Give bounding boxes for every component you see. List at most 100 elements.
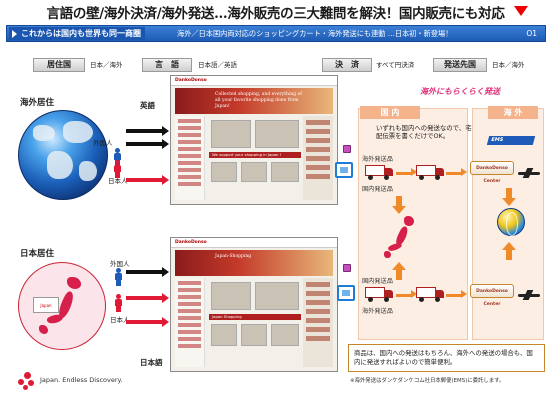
label-foreigner-1: 外国人	[93, 139, 113, 147]
arrow-black-2-head	[162, 139, 169, 149]
hub-center-upper: DankoDonso Center	[470, 161, 514, 184]
header-destination-sub: 日本／海外	[492, 61, 525, 69]
english-site-sidebar	[303, 116, 333, 200]
banner-tagline: これからは国内も世界も同一商圏	[9, 27, 145, 40]
label-foreigner-2: 外国人	[110, 260, 130, 268]
japan-flag-icon: Japan	[33, 297, 59, 313]
japanese-site-brand: DankoDonso	[171, 238, 337, 248]
payment-connector-1-icon	[343, 145, 351, 153]
japanese-site-tile-3	[211, 324, 237, 346]
japanese-site-hero-text: Japan-Shopping	[215, 254, 252, 259]
truck-upper-2-icon	[416, 165, 444, 180]
english-site-hero: Collected shopping, and everything of al…	[175, 88, 333, 114]
japanese-site-tile-4	[241, 324, 267, 346]
person-japanese-2-icon	[114, 294, 123, 312]
orange-arrow-2	[446, 172, 462, 175]
orange-down-arrow-icon	[392, 196, 406, 214]
english-site-tile-4	[241, 162, 267, 182]
ems-logo-upper: EMS	[486, 136, 536, 145]
japanese-site-redbar: Japan Shopping	[209, 314, 301, 320]
region-japan: 日本居住	[20, 249, 55, 259]
orange-arrow-1	[396, 172, 412, 175]
label-overseas-goods-1: 海外発送品	[362, 156, 393, 163]
header-residence-sub: 日本／海外	[90, 61, 123, 69]
japanese-site-nav	[175, 278, 205, 367]
arrow-red-3-head	[162, 317, 169, 327]
banner-description: 海外／日本国内両対応のショッピングカート・海外発送にも連動 …日本初・新登場！	[177, 29, 453, 38]
red-down-arrow-icon	[514, 6, 528, 16]
label-overseas-goods-2: 海外発送品	[362, 308, 393, 315]
orange-down-arrow-2-icon	[502, 188, 516, 206]
banner-number: O1	[526, 29, 537, 38]
arrow-black-1-head	[162, 126, 169, 136]
arrow-red-1-head	[162, 175, 169, 185]
world-globe-icon	[497, 208, 525, 236]
hub-center-lower: DankoDonso Center	[470, 284, 514, 307]
orange-arrow-1-head	[411, 168, 417, 176]
header-payment: 決 済	[322, 58, 372, 72]
japanese-site-hero: Japan-Shopping	[175, 250, 333, 276]
truck-lower-2-icon	[416, 287, 444, 302]
arrow-red-1	[126, 178, 162, 182]
orange-arrow-3	[396, 294, 412, 297]
orange-arrow-4	[446, 294, 462, 297]
orange-up-arrow-icon	[392, 262, 406, 280]
english-site-brand: DankoDonso	[171, 76, 337, 86]
arrow-black-1	[126, 129, 162, 133]
label-japanese-2: 日本人	[110, 316, 130, 324]
japan-logo: Japan. Endless Discovery.	[18, 370, 128, 392]
arrow-red-2	[126, 296, 162, 300]
japanese-site-tile-1	[211, 282, 251, 310]
arrow-black-2	[126, 142, 162, 146]
orange-arrow-2-head	[461, 168, 467, 176]
orange-arrow-4-head	[461, 290, 467, 298]
airplane-lower-icon	[516, 290, 542, 300]
person-foreigner-2-icon	[114, 268, 123, 286]
english-site-tile-2	[255, 120, 299, 148]
region-overseas: 海外居住	[20, 98, 55, 108]
easy-shipping-caption: 海外にもらくらく発送	[420, 87, 500, 96]
japan-brand-mark-icon	[18, 372, 36, 390]
person-japanese-1-icon	[113, 160, 122, 178]
japan-map-icon	[382, 214, 418, 258]
zone-overseas-label: 海 外	[488, 106, 538, 119]
arrow-black-3-head	[162, 267, 169, 277]
japan-map-ball: Japan	[18, 262, 106, 350]
truck-upper-1-icon	[365, 165, 393, 180]
english-site-tile-1	[211, 120, 251, 148]
header-language: 言 語	[142, 58, 192, 72]
english-site-hero-text: Collected shopping, and everything of al…	[215, 92, 302, 109]
airplane-upper-icon	[516, 168, 542, 178]
logo-tagline: Japan. Endless Discovery.	[40, 376, 123, 384]
zone-domestic-label: 国 内	[360, 106, 420, 119]
label-domestic-goods-1: 国内発送品	[362, 186, 393, 193]
page-title: 言語の壁/海外決済/海外発送…海外販売の三大難問を解決！国内販売にも対応	[46, 6, 505, 22]
english-site-tile-5	[271, 162, 299, 182]
orange-up-arrow-2-icon	[502, 242, 516, 260]
arrow-red-3	[126, 320, 162, 324]
header-payment-sub: すべて円決済	[376, 61, 415, 69]
orange-arrow-3-head	[411, 290, 417, 298]
truck-lower-1-icon	[365, 287, 393, 302]
japanese-site-preview: DankoDonso Japan-Shopping Japan Shopping	[170, 237, 338, 372]
header-destination: 発送先国	[433, 58, 487, 72]
english-site-redbar: We support your shopping in Japan !	[209, 152, 301, 158]
summary-box: 商品は、国内への発送はもちろん、海外への発送の場合も、国内に発送すればよいので簡…	[348, 344, 545, 372]
header-language-sub: 日本語／英語	[198, 61, 237, 69]
cart-english-icon	[335, 162, 353, 178]
japanese-site-tile-2	[255, 282, 299, 310]
arrow-red-2-head	[162, 293, 169, 303]
shipping-note: いずれも国内への発送なので、宅配伝票を書くだけでOK。	[376, 124, 472, 140]
language-japanese-tag: 日本語	[140, 358, 163, 367]
payment-connector-2-icon	[343, 264, 351, 272]
arrow-black-3	[126, 270, 162, 274]
label-japanese-1: 日本人	[108, 177, 128, 185]
english-site-nav	[175, 116, 205, 200]
footnote: ※海外発送はダンケダンケコム社日本郵便(EMS)に委託します。	[350, 378, 505, 384]
english-site-preview: DankoDonso Collected shopping, and every…	[170, 75, 338, 205]
english-site-tile-3	[211, 162, 237, 182]
header-residence: 居住国	[33, 58, 85, 72]
globe-icon	[18, 110, 108, 200]
label-domestic-goods-2: 国内発送品	[362, 278, 393, 285]
language-english-tag: 英語	[140, 101, 155, 110]
